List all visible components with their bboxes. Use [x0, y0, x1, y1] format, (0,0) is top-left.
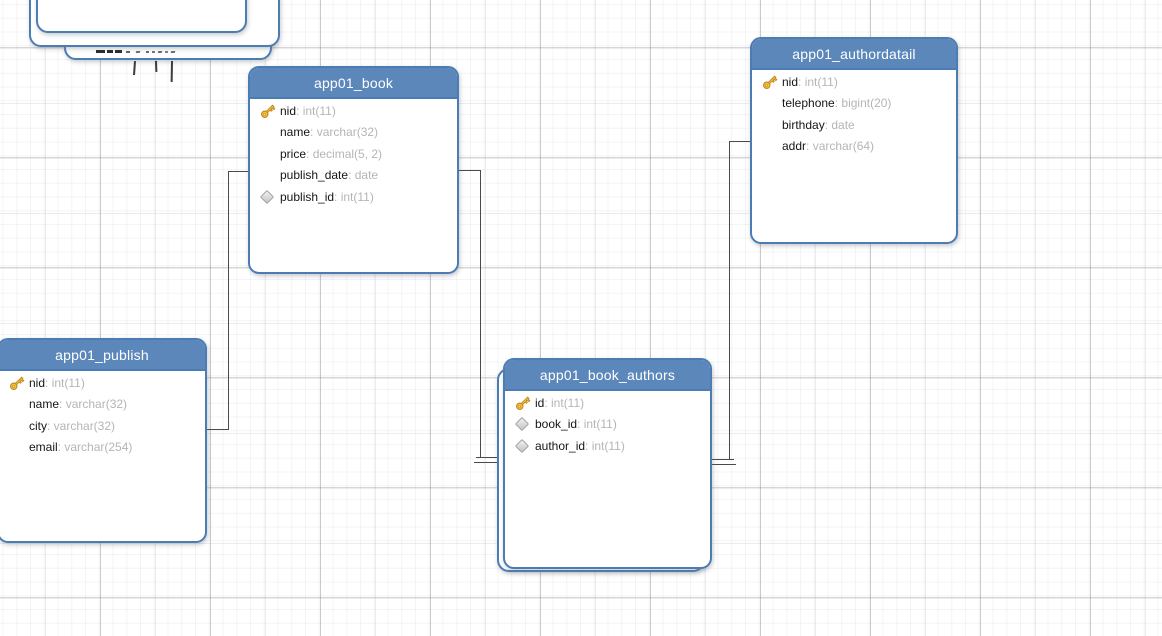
relationship-authordatail-bookauthors-segment[interactable]: [729, 141, 730, 460]
table-header[interactable]: app01_book: [250, 68, 457, 99]
no-icon: [8, 394, 29, 414]
field-type: varchar(64): [806, 139, 874, 153]
field-type: varchar(32): [47, 419, 115, 433]
key-icon: [8, 373, 29, 393]
connector-stub[interactable]: [155, 60, 158, 72]
field-name: telephone: [782, 96, 835, 111]
key-icon: [761, 72, 782, 92]
field-row[interactable]: price decimal(5, 2): [250, 143, 457, 165]
field-row[interactable]: nid int(11): [752, 71, 956, 93]
no-icon: [761, 136, 782, 156]
field-type: int(11): [544, 396, 584, 410]
table-header[interactable]: app01_authordatail: [752, 39, 956, 70]
field-row[interactable]: publish_date date: [250, 165, 457, 187]
field-name: author_id: [535, 438, 586, 453]
relationship-book-bookauthors-segment[interactable]: [476, 457, 503, 458]
field-type: int(11): [45, 376, 85, 390]
field-name: id: [535, 395, 545, 410]
no-icon: [761, 93, 782, 113]
no-icon: [259, 122, 280, 142]
key-icon: [259, 101, 280, 121]
connector-stub[interactable]: [133, 61, 136, 76]
field-name: nid: [280, 103, 297, 118]
relationship-book-publish-segment[interactable]: [229, 171, 250, 172]
table-header[interactable]: app01_publish: [0, 340, 205, 371]
relationship-authordatail-bookauthors-segment[interactable]: [710, 459, 734, 460]
relationship-authordatail-bookauthors-segment[interactable]: [712, 464, 736, 465]
field-name: city: [29, 418, 47, 433]
field-name: birthday: [782, 117, 825, 132]
diamond-icon: [514, 414, 535, 434]
field-type: bigint(20): [835, 96, 891, 110]
field-name: publish_id: [280, 189, 335, 204]
table-app01_publish[interactable]: app01_publish nid int(11): [0, 338, 207, 543]
table-title: app01_book_authors: [539, 366, 676, 383]
field-type: decimal(5, 2): [306, 147, 382, 161]
field-name: nid: [29, 375, 46, 390]
field-name: name: [29, 397, 60, 412]
relationship-book-publish-segment[interactable]: [228, 171, 229, 430]
table-body: nid int(11) telephone bigint(20): [752, 70, 956, 157]
table-app01_book[interactable]: app01_book nid int(11): [248, 66, 459, 274]
field-row[interactable]: city varchar(32): [0, 415, 205, 437]
no-icon: [8, 437, 29, 457]
table-body: nid int(11) name varchar(32): [250, 99, 457, 208]
diamond-icon: [259, 187, 280, 207]
table-app01_book_authors[interactable]: app01_book_authors id int(11): [503, 358, 712, 569]
no-icon: [761, 115, 782, 135]
connector-stub[interactable]: [170, 61, 173, 83]
field-name: email: [29, 440, 58, 455]
field-type: varchar(254): [58, 440, 132, 454]
partial-table-clipped-front[interactable]: [36, 0, 247, 33]
field-name: publish_date: [280, 168, 349, 183]
field-name: price: [280, 146, 307, 161]
field-type: varchar(32): [59, 397, 127, 411]
field-row[interactable]: nid int(11): [250, 100, 457, 122]
table-body: nid int(11) name varchar(32): [0, 371, 205, 458]
field-row[interactable]: telephone bigint(20): [752, 93, 956, 115]
no-icon: [259, 144, 280, 164]
field-row[interactable]: name varchar(32): [250, 122, 457, 144]
field-name: addr: [782, 139, 807, 154]
field-row[interactable]: email varchar(254): [0, 437, 205, 459]
relationship-book-bookauthors-segment[interactable]: [458, 170, 481, 171]
field-row[interactable]: publish_id int(11): [250, 186, 457, 208]
field-type: int(11): [296, 104, 336, 118]
field-type: int(11): [585, 439, 625, 453]
no-icon: [8, 416, 29, 436]
field-row[interactable]: book_id int(11): [505, 414, 710, 436]
field-row[interactable]: id int(11): [505, 392, 710, 414]
table-title: app01_authordatail: [792, 45, 916, 62]
no-icon: [259, 165, 280, 185]
table-app01_authordatail[interactable]: app01_authordatail nid int(11): [750, 37, 958, 244]
relationship-book-publish-segment[interactable]: [206, 429, 229, 430]
field-name: nid: [782, 74, 799, 89]
field-type: int(11): [334, 190, 374, 204]
relationship-book-bookauthors-segment[interactable]: [480, 170, 481, 458]
field-row[interactable]: author_id int(11): [505, 435, 710, 457]
field-name: name: [280, 125, 311, 140]
table-body: id int(11) book_id int(11): [505, 391, 710, 457]
table-title: app01_publish: [55, 346, 149, 363]
field-row[interactable]: birthday date: [752, 114, 956, 136]
relationship-authordatail-bookauthors-segment[interactable]: [730, 141, 751, 142]
relationship-book-bookauthors-segment[interactable]: [474, 462, 498, 463]
field-row[interactable]: name varchar(32): [0, 394, 205, 416]
field-row[interactable]: addr varchar(64): [752, 136, 956, 158]
field-type: int(11): [577, 417, 617, 431]
table-title: app01_book: [313, 74, 394, 91]
field-type: varchar(32): [310, 125, 378, 139]
field-type: int(11): [798, 75, 838, 89]
diamond-icon: [514, 436, 535, 456]
field-type: date: [348, 168, 378, 182]
table-header[interactable]: app01_book_authors: [505, 360, 710, 391]
field-row[interactable]: nid int(11): [0, 372, 205, 394]
field-name: book_id: [535, 417, 578, 432]
field-type: date: [825, 118, 854, 132]
key-icon: [514, 393, 535, 413]
